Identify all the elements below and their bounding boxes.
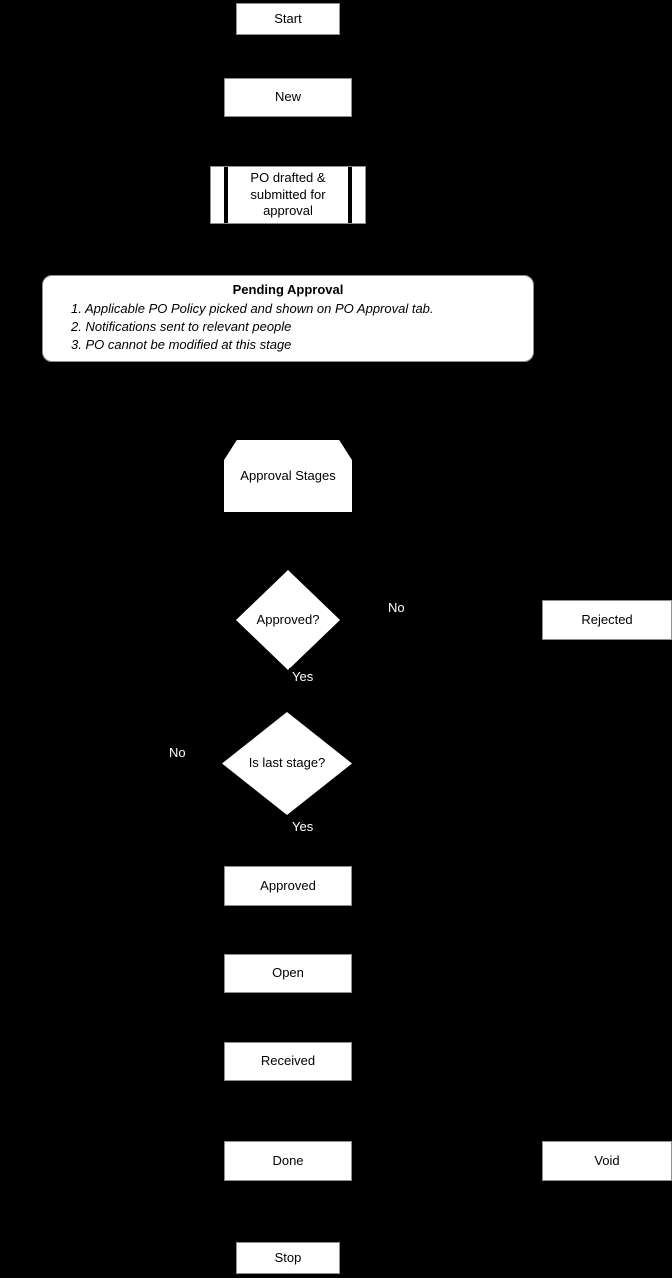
node-stop-label: Stop xyxy=(274,1249,302,1265)
node-approved-decision-label: Approved? xyxy=(256,611,320,627)
node-pending-approval: Pending Approval 1. Applicable PO Policy… xyxy=(42,275,534,362)
node-po-drafted-label: PO drafted & submitted for approval xyxy=(250,169,326,219)
edge-label-approved-yes: Yes xyxy=(289,668,317,685)
node-new-label: New xyxy=(274,89,301,105)
node-received: Received xyxy=(224,1042,352,1081)
node-void: Void xyxy=(542,1141,672,1181)
predefined-process-right-bar xyxy=(348,167,352,223)
node-is-last-stage-decision-label: Is last stage? xyxy=(248,755,326,771)
pending-approval-item: 3. PO cannot be modified at this stage xyxy=(71,337,292,352)
pending-approval-title: Pending Approval xyxy=(232,282,344,297)
node-rejected: Rejected xyxy=(542,600,672,640)
edge-label-is-last-stage-yes: Yes xyxy=(289,818,317,835)
node-open-label: Open xyxy=(272,965,304,981)
node-approved: Approved xyxy=(224,866,352,906)
node-start-label: Start xyxy=(274,10,302,26)
node-void-label: Void xyxy=(594,1152,620,1168)
node-po-drafted: PO drafted & submitted for approval xyxy=(210,166,366,224)
node-received-label: Received xyxy=(260,1053,316,1069)
predefined-process-left-bar xyxy=(224,167,228,223)
node-rejected-label: Rejected xyxy=(581,611,633,627)
node-done-label: Done xyxy=(272,1152,304,1168)
node-approval-stages-label: Approval Stages xyxy=(240,467,336,483)
edge-label-approved-no: No xyxy=(385,599,408,616)
node-new: New xyxy=(224,78,352,117)
node-approval-stages: Approval Stages xyxy=(224,440,352,512)
pending-approval-item: 1. Applicable PO Policy picked and shown… xyxy=(71,301,434,316)
node-stop: Stop xyxy=(236,1242,340,1274)
node-is-last-stage-decision: Is last stage? xyxy=(222,712,352,815)
node-approved-label: Approved xyxy=(260,877,316,893)
node-approved-decision: Approved? xyxy=(236,570,340,670)
node-start: Start xyxy=(236,3,340,35)
pending-approval-item: 2. Notifications sent to relevant people xyxy=(71,319,292,334)
node-done: Done xyxy=(224,1141,352,1181)
edge-label-is-last-stage-no: No xyxy=(166,744,189,761)
node-open: Open xyxy=(224,954,352,993)
